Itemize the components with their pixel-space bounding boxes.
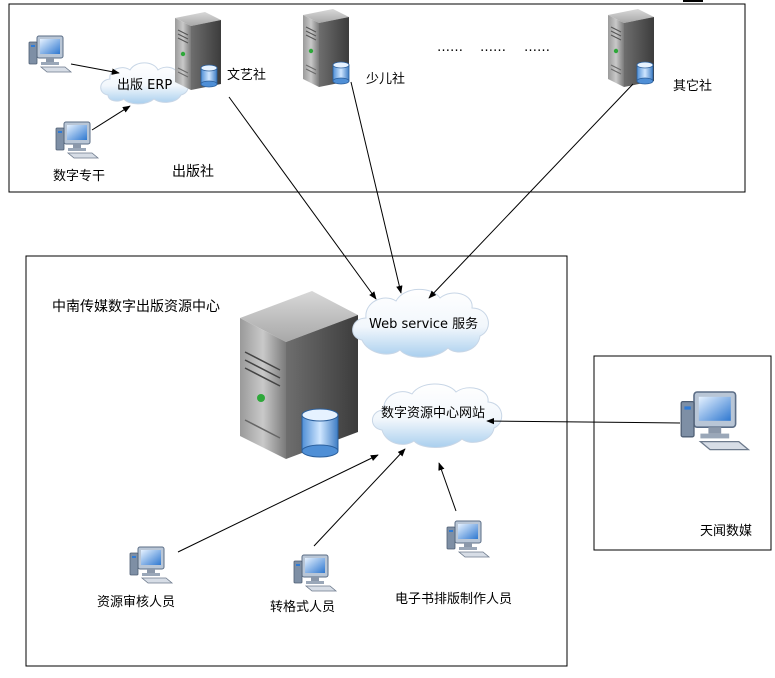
arrow-reviewer-to-portal xyxy=(177,454,379,553)
staff-label-converter: 转格式人员 xyxy=(270,600,336,615)
main-database-icon xyxy=(301,408,339,458)
resource-center-title: 中南传媒数字出版资源中心 xyxy=(52,299,220,315)
arrow-wenyi-to-ws xyxy=(228,96,377,300)
erp-cloud-label: 出版 ERP xyxy=(117,78,173,93)
tianwen-pc-icon xyxy=(680,391,750,451)
arrow-tianwen-to-portal xyxy=(486,417,681,425)
server-label-other: 其它社 xyxy=(673,79,713,94)
arrow-pc-to-erp xyxy=(70,63,120,75)
ellipsis-2: …… xyxy=(480,40,506,55)
tianwen-label: 天闻数媒 xyxy=(700,524,753,539)
webservice-cloud xyxy=(352,288,489,358)
staff-label-reviewer: 资源审核人员 xyxy=(97,595,176,610)
server-label-shaoer: 少儿社 xyxy=(366,72,406,87)
server-label-wenyi: 文艺社 xyxy=(227,68,267,83)
pc-icon xyxy=(55,121,99,159)
database-icon xyxy=(636,61,654,85)
pc-icon xyxy=(28,35,72,73)
webservice-cloud-label: Web service 服务 xyxy=(369,317,479,332)
connectors xyxy=(70,63,681,553)
ellipsis-1: …… xyxy=(437,40,463,55)
external-box xyxy=(593,355,772,551)
publisher-group-label: 出版社 xyxy=(172,164,214,180)
resource-center-box xyxy=(25,255,568,667)
main-server-icon xyxy=(240,291,358,459)
staff-label-typesetter: 电子书排版制作人员 xyxy=(395,592,513,607)
arrow-converter-to-portal xyxy=(313,448,406,547)
digital-staff-label: 数字专干 xyxy=(53,169,106,184)
arrow-other-to-ws xyxy=(428,83,634,299)
pc-icon xyxy=(129,546,173,584)
portal-cloud-label: 数字资源中心网站 xyxy=(381,406,486,421)
database-icon xyxy=(332,61,350,85)
pc-icon xyxy=(293,554,337,592)
pc-icon xyxy=(446,520,490,558)
arrow-shaoer-to-ws xyxy=(350,81,403,294)
edge-mark xyxy=(683,0,703,2)
ellipsis-3: …… xyxy=(524,40,550,55)
arrow-staff-to-erp xyxy=(91,105,131,131)
database-icon xyxy=(200,64,218,88)
portal-cloud xyxy=(372,383,503,448)
arrow-typesetter-to-portal xyxy=(438,462,457,512)
